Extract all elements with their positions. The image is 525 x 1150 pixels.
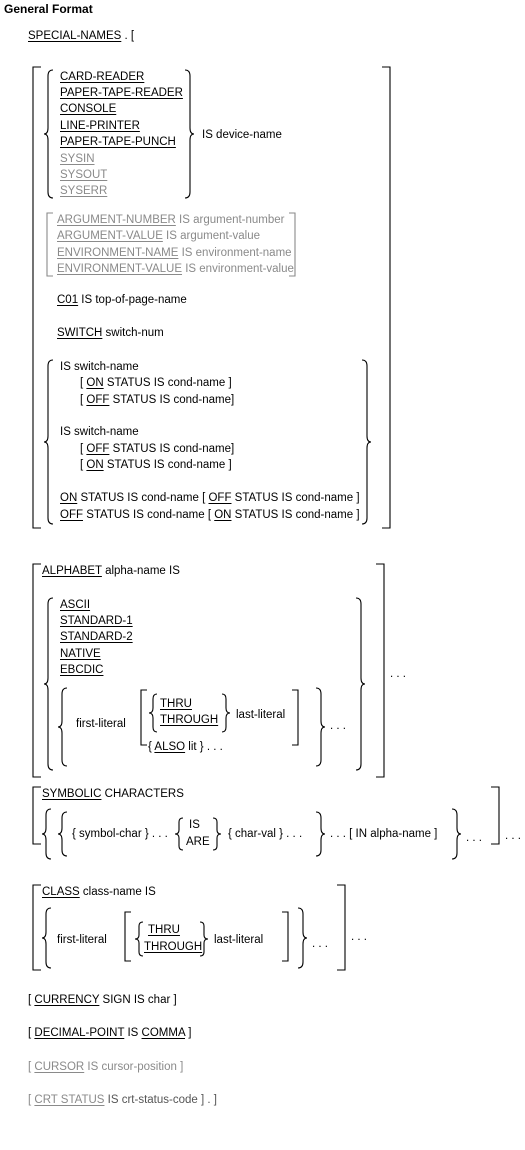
left-bracket-thru-1 <box>140 689 147 746</box>
right-brace-switch <box>361 359 372 525</box>
env-environment-name: ENVIRONMENT-NAME IS environment-name <box>57 247 292 259</box>
right-bracket-thru-2 <box>282 911 289 962</box>
thru-2: THRU <box>148 924 180 936</box>
class-ellipsis: . . . <box>351 931 367 943</box>
alphabet-line: ALPHABET alpha-name IS <box>42 565 180 577</box>
special-names-line: SPECIAL-NAMES . [ <box>28 30 135 42</box>
left-bracket-symbolic <box>32 786 41 845</box>
alphabet-ascii: ASCII <box>60 599 91 611</box>
right-bracket-outer <box>382 66 391 529</box>
right-brace-devices <box>184 69 195 199</box>
symbolic-ellipsis: . . . <box>505 830 521 842</box>
is-device-name: IS device-name <box>202 129 282 141</box>
switch-line: SWITCH switch-num <box>57 327 164 339</box>
alphabet-ellipsis: . . . <box>390 668 406 680</box>
is-switch-name-1: IS switch-name <box>60 361 139 373</box>
device-paper-tape-punch: PAPER-TAPE-PUNCH <box>60 136 176 148</box>
off-on-status-line: OFF STATUS IS cond-name [ ON STATUS IS c… <box>60 509 360 521</box>
alphabet-native: NATIVE <box>60 648 101 660</box>
right-brace-alphabet-names <box>355 597 366 771</box>
left-brace-is-are <box>174 817 184 851</box>
c01-line: C01 IS top-of-page-name <box>57 294 187 306</box>
off-status-line-2: [ OFF STATUS IS cond-name] <box>80 443 235 455</box>
left-brace-switch <box>43 359 54 525</box>
symbol-char: { symbol-char } . . . <box>72 828 168 840</box>
left-bracket-class <box>32 884 41 971</box>
left-bracket-env <box>46 212 53 277</box>
on-status-line-2: [ ON STATUS IS cond-name ] <box>80 459 232 471</box>
device-line-printer: LINE-PRINTER <box>60 120 140 132</box>
on-off-status-line: ON STATUS IS cond-name [ OFF STATUS IS c… <box>60 492 360 504</box>
right-brace-class <box>297 907 308 969</box>
decimal-point-line: [ DECIMAL-POINT IS COMMA ] <box>28 1027 192 1039</box>
right-bracket-symbolic <box>491 786 500 845</box>
left-bracket-alphabet <box>32 563 41 778</box>
right-brace-thru-1 <box>221 693 231 733</box>
crt-status-line: [ CRT STATUS IS crt-status-code ] . ] <box>28 1094 217 1106</box>
alphabet-standard-2: STANDARD-2 <box>60 631 133 643</box>
device-sysin: SYSIN <box>60 153 95 165</box>
is-option: IS <box>189 819 200 831</box>
also-line: { ALSO lit } . . . <box>148 741 223 753</box>
through-2: THROUGH <box>144 941 203 953</box>
alphabet-standard-1: STANDARD-1 <box>60 615 133 627</box>
right-bracket-alphabet <box>376 563 385 778</box>
device-card-reader: CARD-READER <box>60 71 145 83</box>
currency-line: [ CURRENCY SIGN IS char ] <box>28 994 177 1006</box>
right-bracket-env <box>289 212 296 277</box>
right-brace-thru-2 <box>199 921 209 957</box>
right-bracket-class <box>337 884 346 971</box>
last-literal-2: last-literal <box>214 934 264 946</box>
left-brace-devices <box>43 69 54 199</box>
device-syserr: SYSERR <box>60 185 108 197</box>
class-line: CLASS class-name IS <box>42 886 156 898</box>
first-literal-1: first-literal <box>76 718 126 730</box>
is-switch-name-2: IS switch-name <box>60 426 139 438</box>
page-title: General Format <box>4 2 93 16</box>
right-brace-symbolic-inner <box>315 811 326 857</box>
off-status-line-1: [ OFF STATUS IS cond-name] <box>80 394 235 406</box>
literal-ellipsis: . . . <box>330 720 346 732</box>
left-brace-symbolic-inner <box>57 811 68 857</box>
device-console: CONSOLE <box>60 103 117 115</box>
env-argument-number: ARGUMENT-NUMBER IS argument-number <box>57 214 285 226</box>
left-bracket-thru-2 <box>124 911 131 962</box>
env-argument-value: ARGUMENT-VALUE IS argument-value <box>57 230 261 242</box>
left-brace-class <box>41 907 52 969</box>
left-brace-symbolic-outer <box>41 808 52 860</box>
are-option: ARE <box>186 836 210 848</box>
left-bracket-outer <box>32 66 41 529</box>
left-brace-alphabet-names <box>43 597 54 771</box>
char-val: { char-val } . . . <box>228 828 303 840</box>
right-brace-is-are <box>212 817 222 851</box>
through-1: THROUGH <box>160 714 219 726</box>
right-bracket-thru-1 <box>292 689 299 746</box>
right-brace-symbolic-outer <box>451 808 462 860</box>
left-brace-thru-1 <box>148 693 158 733</box>
device-sysout: SYSOUT <box>60 169 108 181</box>
in-alpha-name: . . . [ IN alpha-name ] <box>330 828 438 840</box>
cursor-line: [ CURSOR IS cursor-position ] <box>28 1061 184 1073</box>
class-inner-ellipsis: . . . <box>312 938 328 950</box>
left-brace-literal <box>57 687 68 767</box>
last-literal-1: last-literal <box>236 709 286 721</box>
left-brace-thru-2 <box>134 921 144 957</box>
right-brace-literal <box>315 687 326 767</box>
first-literal-2: first-literal <box>57 934 107 946</box>
thru-1: THRU <box>160 698 192 710</box>
alphabet-ebcdic: EBCDIC <box>60 664 104 676</box>
env-environment-value: ENVIRONMENT-VALUE IS environment-value <box>57 263 294 275</box>
on-status-line-1: [ ON STATUS IS cond-name ] <box>80 377 232 389</box>
device-paper-tape-reader: PAPER-TAPE-READER <box>60 87 183 99</box>
symbolic-line: SYMBOLIC CHARACTERS <box>42 788 184 800</box>
symbolic-inner-ellipsis: . . . <box>466 832 482 844</box>
